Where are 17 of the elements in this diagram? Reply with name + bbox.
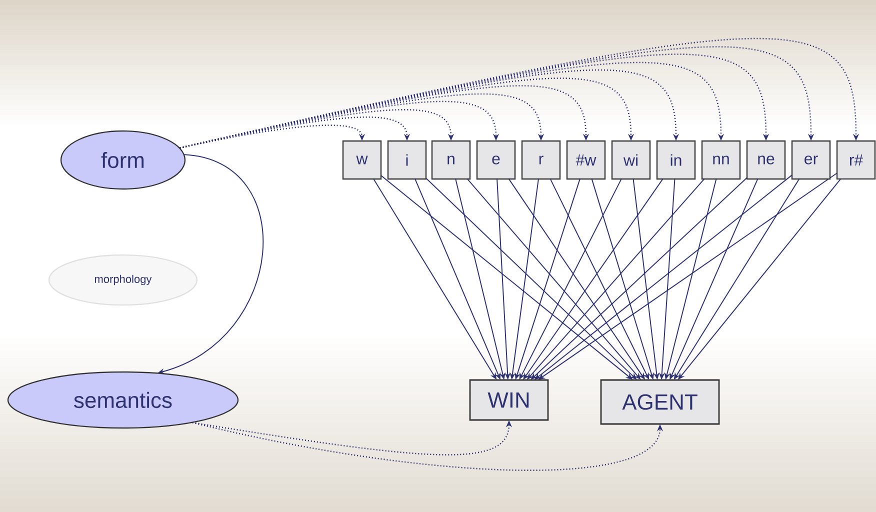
- letter-box: wi: [611, 140, 651, 180]
- letter-box: w: [342, 140, 382, 180]
- letter-box: ne: [746, 140, 786, 180]
- letter-box: #w: [566, 140, 606, 180]
- letter-box: in: [656, 140, 696, 180]
- ellipse-node: form: [60, 130, 186, 190]
- ellipse-node: morphology: [48, 254, 198, 306]
- letter-box: e: [476, 140, 516, 180]
- ellipse-node: semantics: [7, 371, 239, 429]
- letter-box: i: [387, 140, 427, 180]
- letter-box: r: [521, 140, 561, 180]
- letter-box: n: [431, 140, 471, 180]
- meaning-box: AGENT: [600, 379, 720, 425]
- letter-box: er: [791, 140, 831, 180]
- letter-box: nn: [701, 140, 741, 180]
- meaning-box: WIN: [469, 379, 549, 421]
- letter-box: r#: [836, 140, 876, 180]
